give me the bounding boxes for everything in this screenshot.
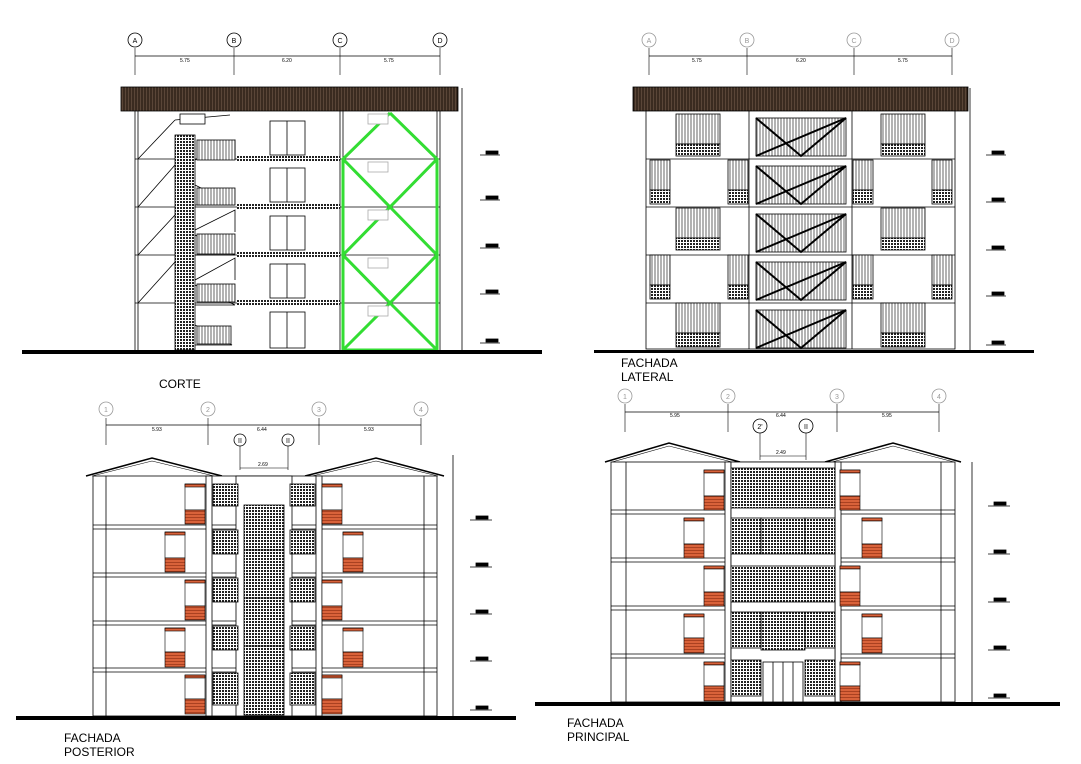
axis-label-b: B bbox=[745, 38, 750, 45]
dim-label: 6.20 bbox=[282, 58, 292, 64]
principal-roofs bbox=[604, 442, 962, 463]
corte-level-markers bbox=[461, 88, 500, 350]
title-principal-1: FACHADA bbox=[567, 716, 624, 730]
axis-label-1: 1 bbox=[104, 407, 108, 414]
lateral-roof bbox=[632, 86, 969, 112]
dim-label: 6.44 bbox=[776, 413, 786, 419]
corte-drawing: A B C D 5.75 6.20 5.75 bbox=[22, 32, 542, 391]
stair-width-label: 2.69 bbox=[258, 462, 268, 468]
corte-ground bbox=[22, 350, 542, 354]
dim-label: 5.93 bbox=[364, 427, 374, 433]
axis-label-a: A bbox=[647, 38, 652, 45]
axis-label-c: C bbox=[851, 38, 856, 45]
dim-label: 5.95 bbox=[882, 413, 892, 419]
stair-axis-label: II bbox=[804, 424, 808, 431]
axis-label-2: 2 bbox=[726, 394, 730, 401]
posterior-axis-markers: 1 2 3 4 5.93 6.44 5.93 II II 2.69 bbox=[98, 401, 429, 470]
posterior-brick-windows bbox=[164, 483, 364, 715]
posterior-roofs bbox=[85, 457, 445, 477]
title-corte: CORTE bbox=[159, 377, 201, 391]
corte-window-column bbox=[269, 120, 306, 349]
axis-label-d: D bbox=[437, 38, 442, 45]
dim-label: 5.75 bbox=[692, 58, 702, 64]
axis-label-3: 3 bbox=[835, 394, 839, 401]
axis-label-c: C bbox=[337, 38, 342, 45]
dim-label: 5.75 bbox=[384, 58, 394, 64]
principal-level-markers bbox=[971, 462, 1010, 702]
stair-axis-label: 2' bbox=[757, 424, 762, 431]
corte-slabs bbox=[237, 156, 340, 305]
title-lateral-2: LATERAL bbox=[621, 370, 674, 384]
title-posterior-2: POSTERIOR bbox=[64, 745, 135, 759]
principal-axis-markers: 1 2 3 4 5.95 6.44 5.95 2' II 2.49 bbox=[617, 388, 947, 460]
title-principal-2: PRINCIPAL bbox=[567, 730, 630, 744]
dim-label: 6.44 bbox=[257, 427, 267, 433]
corte-stair bbox=[137, 113, 236, 351]
dim-label: 5.75 bbox=[898, 58, 908, 64]
dim-label: 5.75 bbox=[180, 58, 190, 64]
stair-axis-label: II bbox=[286, 438, 290, 445]
axis-label-b: B bbox=[232, 38, 237, 45]
corte-bracing bbox=[340, 111, 440, 352]
title-posterior-1: FACHADA bbox=[64, 731, 121, 745]
lateral-drawing: A B C D 5.75 6.20 5.75 bbox=[594, 32, 1034, 384]
axis-label-1: 1 bbox=[623, 394, 627, 401]
posterior-stair-core bbox=[212, 475, 316, 717]
posterior-level-markers bbox=[452, 455, 492, 716]
axis-label-4: 4 bbox=[419, 407, 423, 414]
axis-label-d: D bbox=[949, 38, 954, 45]
title-lateral-1: FACHADA bbox=[621, 356, 678, 370]
corte-roof bbox=[120, 86, 459, 112]
principal-entrance-door bbox=[762, 661, 804, 703]
axis-label-2: 2 bbox=[206, 407, 210, 414]
axis-label-4: 4 bbox=[937, 394, 941, 401]
posterior-drawing: 1 2 3 4 5.93 6.44 5.93 II II 2.69 bbox=[16, 401, 516, 759]
corte-axis-markers: A B C D 5.75 6.20 5.75 bbox=[127, 32, 448, 75]
axis-label-a: A bbox=[133, 38, 138, 45]
posterior-ground bbox=[16, 716, 516, 720]
dim-label: 5.93 bbox=[152, 427, 162, 433]
axis-label-3: 3 bbox=[317, 407, 321, 414]
dim-label: 5.95 bbox=[670, 413, 680, 419]
lateral-windows bbox=[649, 113, 953, 348]
lateral-level-markers bbox=[969, 88, 1006, 350]
principal-ground bbox=[535, 702, 1060, 706]
lateral-ground bbox=[594, 350, 1034, 353]
dim-label: 6.20 bbox=[796, 58, 806, 64]
lateral-central-bays bbox=[755, 117, 847, 350]
corte-window-boxes bbox=[367, 113, 389, 317]
lateral-axis-markers: A B C D 5.75 6.20 5.75 bbox=[641, 32, 960, 75]
principal-brick-windows bbox=[683, 469, 883, 702]
stair-width-label: 2.49 bbox=[776, 450, 786, 456]
principal-drawing: 1 2 3 4 5.95 6.44 5.95 2' II 2.49 bbox=[535, 388, 1060, 744]
stair-axis-label: II bbox=[238, 438, 242, 445]
